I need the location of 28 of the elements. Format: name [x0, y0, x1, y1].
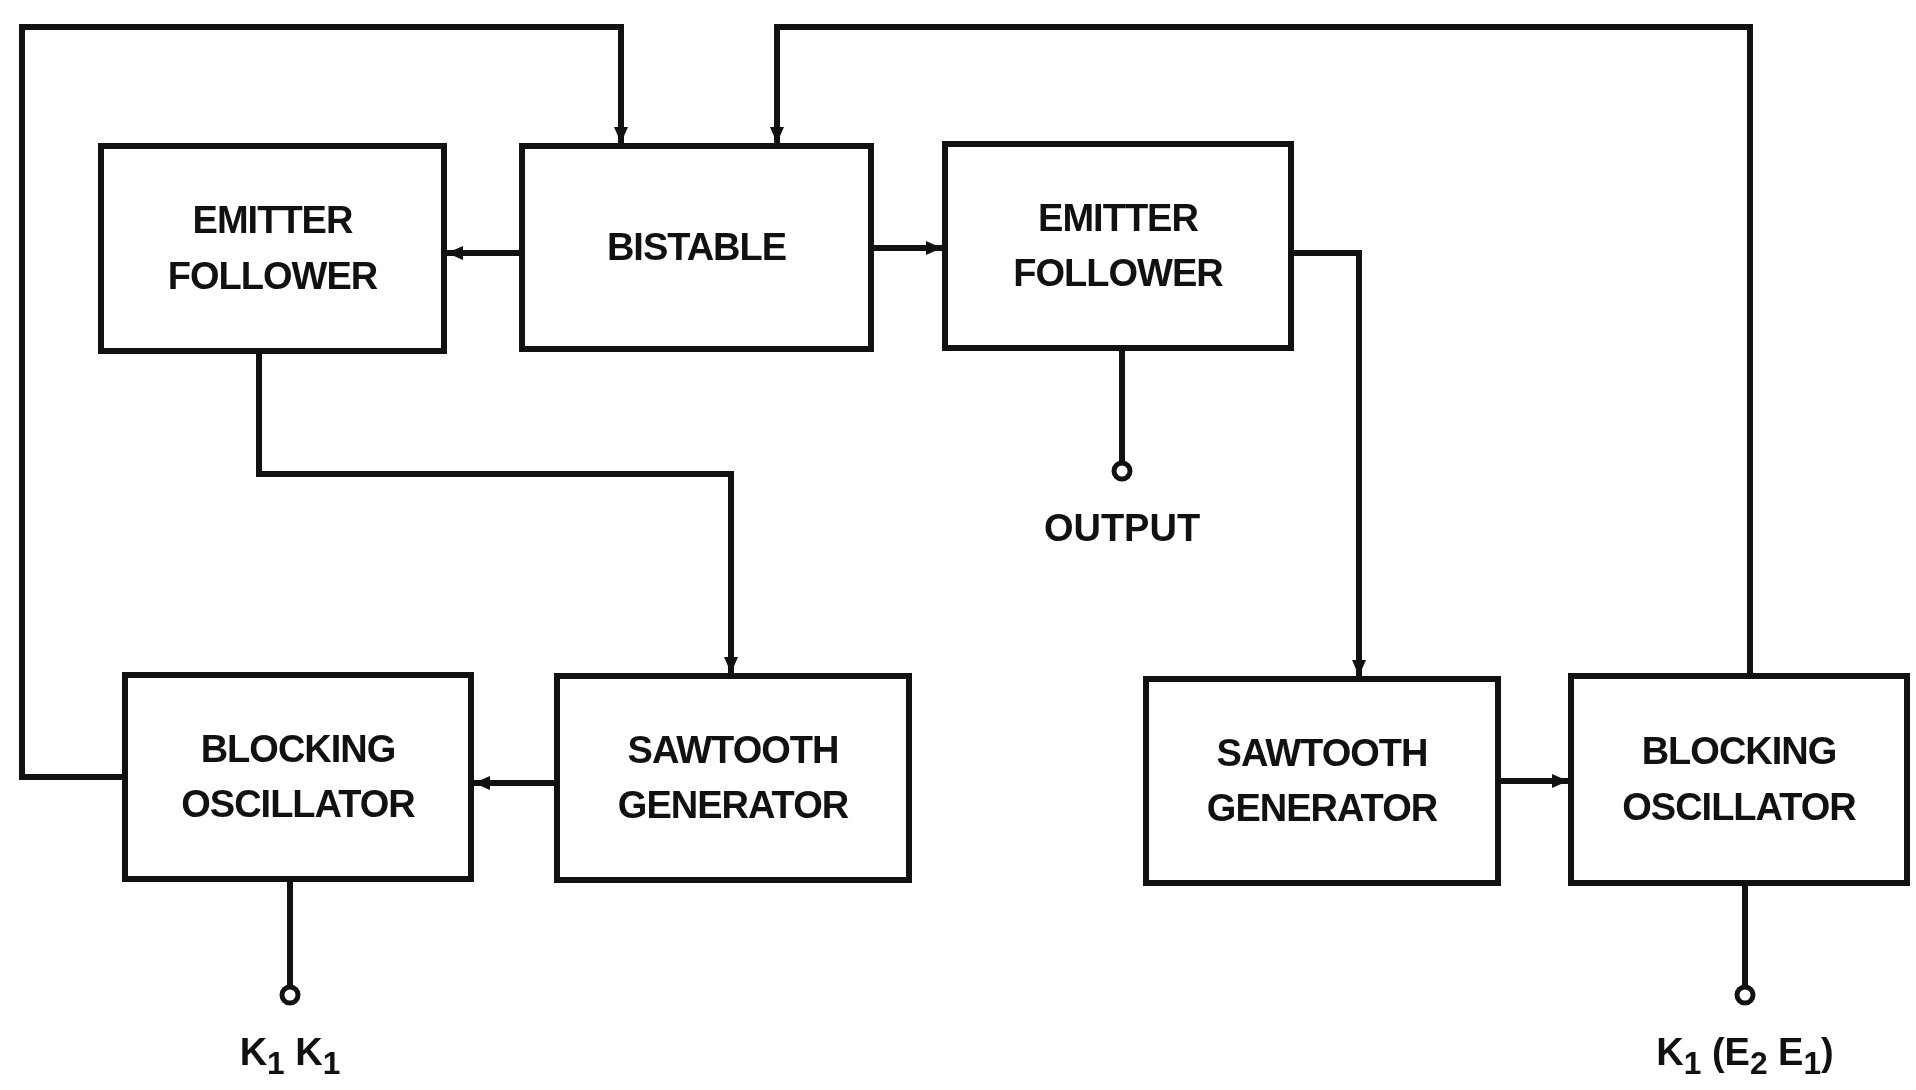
block-box [1143, 676, 1501, 886]
block-box [519, 143, 874, 352]
connector-arrow [256, 354, 738, 673]
connector-arrow [19, 24, 628, 780]
terminal-line [1734, 886, 1756, 1006]
block-label: SAWTOOTH GENERATOR [1205, 730, 1439, 831]
connector-arrow [447, 246, 519, 260]
block-label: EMITTER FOLLOWER [166, 198, 379, 299]
block-label: BLOCKING OSCILLATOR [180, 726, 416, 827]
terminal-line [279, 882, 301, 1006]
block-box [122, 672, 474, 882]
connector-arrow [1294, 250, 1366, 676]
terminal-label: K$_{1}$ K$_{1}$ [239, 1032, 341, 1081]
terminal-label: K$_{1}$ (E$_{2}$ E$_{1}$) [1656, 1032, 1834, 1081]
block-label: BLOCKING OSCILLATOR [1621, 729, 1857, 830]
block-label: SAWTOOTH GENERATOR [616, 727, 850, 828]
connector-arrow [770, 24, 1753, 673]
block-label: BISTABLE [606, 224, 787, 270]
connector-arrow [1501, 774, 1568, 788]
terminal-label: OUTPUT [1043, 508, 1201, 550]
connector-arrow [874, 241, 942, 255]
block-box [942, 141, 1294, 351]
block-label: EMITTER FOLLOWER [1012, 195, 1224, 296]
block-box [98, 143, 447, 354]
connector-arrow [474, 776, 554, 790]
block-box [1568, 673, 1910, 886]
terminal-line [1111, 351, 1133, 482]
block-box [554, 673, 912, 883]
